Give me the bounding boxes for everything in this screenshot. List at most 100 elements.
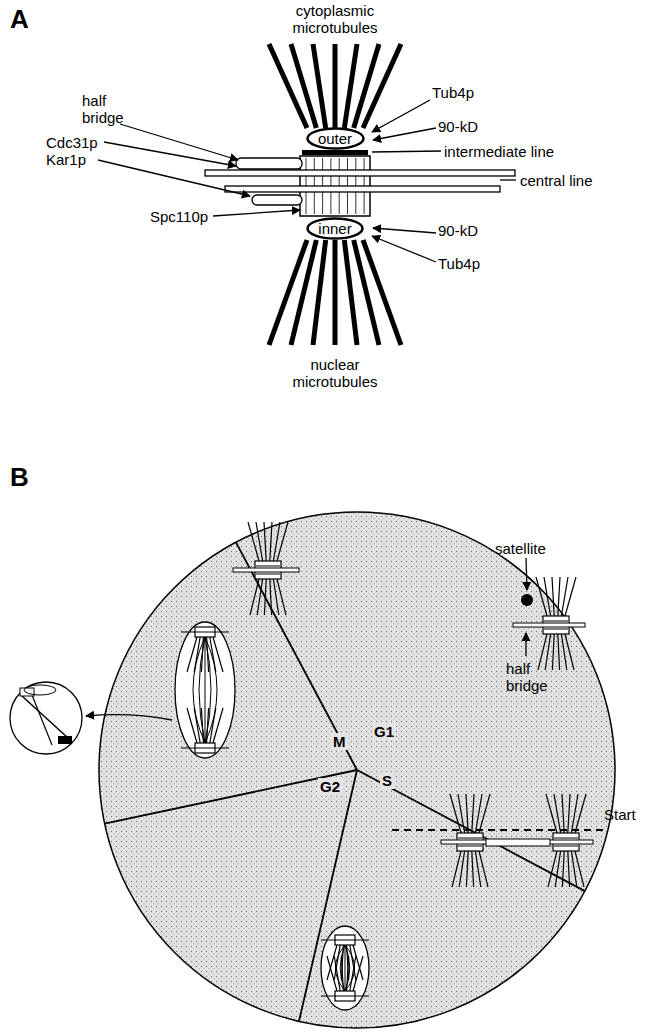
spindle-microtubule — [335, 945, 345, 991]
spb-layer — [554, 838, 578, 839]
part-label: Tub4p — [432, 84, 474, 101]
spindle-microtubule — [22, 696, 68, 738]
part-label: cytoplasmic microtubules — [285, 2, 385, 36]
layer-oval: inner — [306, 217, 364, 240]
spb-central-line — [181, 631, 229, 632]
spindle-microtubule — [205, 637, 211, 743]
spindle-microtubule — [205, 637, 217, 743]
part-label: half bridge — [506, 660, 556, 694]
microtubule — [333, 240, 338, 345]
microtubule — [264, 579, 266, 615]
microtubule — [459, 851, 464, 887]
microtubule — [545, 634, 550, 670]
microtubule — [256, 522, 263, 561]
spb-plaque — [58, 736, 72, 744]
phase-label: S — [380, 772, 394, 789]
phase-boundary — [105, 770, 357, 824]
spb-central-line — [181, 747, 229, 748]
microtubule — [257, 579, 262, 615]
layer-name: inner — [306, 220, 364, 237]
spb-central-line — [321, 939, 369, 940]
spb-central-line — [24, 685, 56, 695]
spindle-microtubule — [345, 945, 355, 991]
microtubule — [479, 851, 488, 887]
part-label: 90-kD — [438, 118, 478, 135]
leader-arrow — [372, 100, 430, 132]
spb-central-line — [321, 995, 369, 996]
spindle-microtubule — [199, 637, 205, 743]
part-label: intermediate line — [444, 143, 554, 160]
leader-line — [500, 179, 516, 180]
satellite — [521, 594, 533, 606]
half-bridge — [252, 195, 302, 205]
spb-layer — [256, 574, 280, 575]
microtubule — [270, 522, 272, 561]
microtubule — [568, 794, 570, 833]
microtubule — [466, 851, 468, 887]
leader-line — [372, 151, 441, 152]
phase-label: G1 — [372, 723, 396, 740]
leader-arrow — [372, 236, 436, 262]
microtubule — [552, 634, 554, 670]
layer-oval: outer — [306, 127, 365, 150]
spindle-microtubule — [340, 945, 345, 991]
spb-layer — [544, 621, 568, 622]
spb-central-line — [441, 840, 493, 844]
microtubule — [558, 577, 560, 616]
microtubule — [313, 44, 326, 128]
part-label: Spc110p — [150, 208, 208, 225]
bridge — [486, 839, 550, 846]
part-label: Tub4p — [438, 255, 480, 272]
microtubule — [575, 851, 584, 887]
microtubule — [562, 794, 564, 833]
spb-layer — [458, 838, 482, 839]
microtubule — [264, 522, 266, 561]
leader-arrow — [373, 228, 436, 233]
microtubule — [558, 634, 560, 670]
anaphase-nucleus — [10, 682, 82, 754]
microtubule — [363, 44, 401, 128]
microtubule — [472, 851, 474, 887]
spb-layer — [544, 629, 568, 630]
phase-label: G2 — [318, 778, 342, 795]
microtubule — [552, 577, 554, 616]
leader-arrow — [213, 210, 300, 216]
microtubule — [277, 522, 288, 561]
part-label: Cdc31p — [46, 134, 98, 151]
spb-layer — [458, 846, 482, 847]
spb-layer — [256, 566, 280, 567]
leader-arrow — [120, 124, 238, 160]
microtubule — [334, 956, 340, 991]
phase-boundary — [236, 542, 357, 770]
microtubule — [565, 577, 576, 616]
microtubule — [458, 794, 465, 833]
microtubule — [544, 577, 551, 616]
microtubule — [554, 794, 561, 833]
spb-central-line — [233, 568, 299, 572]
spindle-microtubule — [345, 945, 350, 991]
microtubule — [568, 851, 570, 887]
microtubule — [575, 794, 586, 833]
intermediate-line — [302, 150, 368, 155]
nucleus — [175, 622, 235, 758]
central-line-band — [225, 186, 500, 192]
microtubule — [277, 579, 286, 615]
transition-arrow — [86, 715, 172, 720]
part-label: nuclear microtubules — [285, 356, 385, 390]
part-label: Kar1p — [46, 151, 86, 168]
leader-arrow — [373, 128, 436, 140]
panel-letter: B — [10, 462, 29, 492]
microtubule — [466, 794, 468, 833]
microtubule — [270, 579, 272, 615]
start-line — [392, 829, 606, 831]
cell-cycle-disc — [99, 512, 615, 1028]
leader-arrow — [98, 160, 250, 196]
leader-arrow — [526, 558, 527, 590]
central-line-band — [205, 170, 515, 176]
part-label: 90-kD — [438, 222, 478, 239]
spindle-microtubule — [193, 637, 205, 743]
spindle-microtubule — [345, 945, 346, 991]
microtubule — [313, 240, 326, 345]
microtubule — [363, 240, 401, 345]
